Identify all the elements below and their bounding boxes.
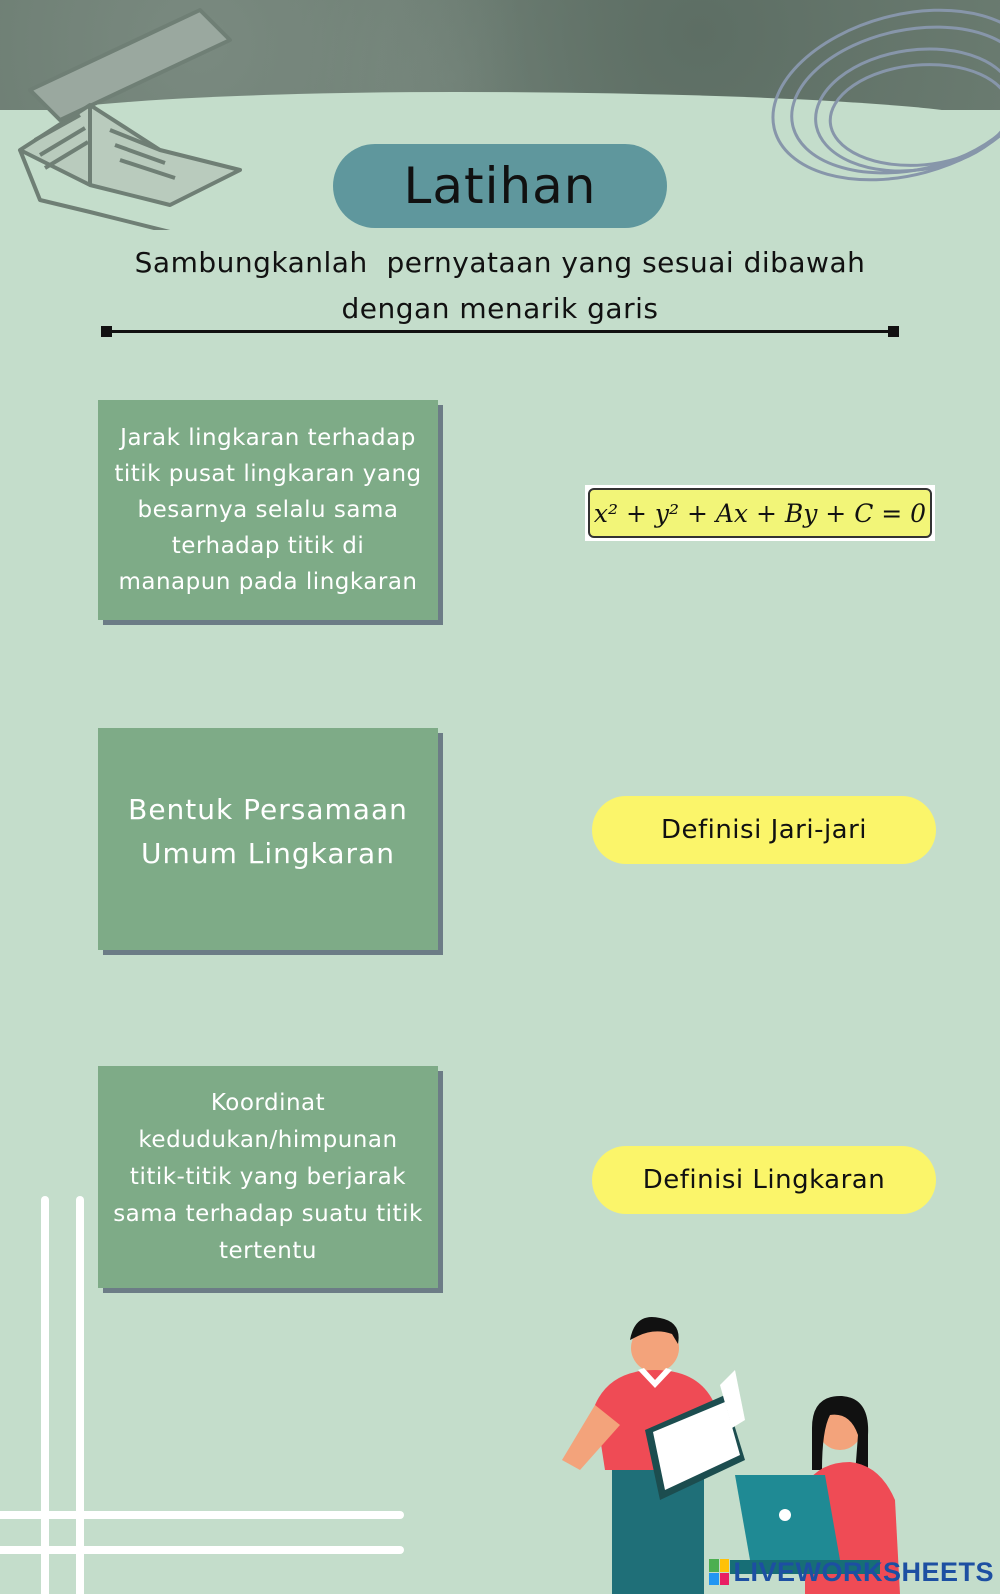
- liveworksheets-logo-icon: [709, 1559, 730, 1585]
- statement-card-3[interactable]: Koordinat kedudukan/himpunan titik-titik…: [98, 1066, 438, 1288]
- instruction-line-2: dengan menarik garis: [341, 292, 659, 325]
- answer-formula: x² + y² + Ax + By + C = 0: [588, 488, 932, 538]
- scribble-decoration: [771, 8, 1000, 182]
- statement-card-2[interactable]: Bentuk Persamaan Umum Lingkaran: [98, 728, 438, 950]
- answer-formula-box[interactable]: x² + y² + Ax + By + C = 0: [585, 485, 935, 541]
- answer-pill-jari-jari[interactable]: Definisi Jari-jari: [592, 796, 936, 864]
- people-reading-illustration: [562, 1316, 900, 1594]
- answer-pill-lingkaran[interactable]: Definisi Lingkaran: [592, 1146, 936, 1214]
- statement-text-2: Bentuk Persamaan Umum Lingkaran: [128, 793, 408, 870]
- open-book-icon: [18, 8, 242, 230]
- white-lines-decoration: [0, 1196, 404, 1594]
- instruction-line-1: Sambungkanlah pernyataan yang sesuai dib…: [134, 246, 866, 279]
- statement-text-3: Koordinat kedudukan/himpunan titik-titik…: [113, 1089, 423, 1264]
- divider-line: [101, 326, 899, 337]
- page-title: Latihan: [333, 144, 667, 228]
- watermark: LIVEWORKSHEETS: [709, 1556, 994, 1588]
- answer-text-jari-jari: Definisi Jari-jari: [660, 815, 868, 845]
- watermark-text: LIVEWORKSHEETS: [733, 1556, 994, 1587]
- statement-text-1: Jarak lingkaran terhadap titik pusat lin…: [114, 425, 422, 595]
- answer-text-lingkaran: Definisi Lingkaran: [642, 1165, 886, 1195]
- statement-card-1[interactable]: Jarak lingkaran terhadap titik pusat lin…: [98, 400, 438, 620]
- instruction-text: Sambungkanlah pernyataan yang sesuai dib…: [100, 240, 900, 332]
